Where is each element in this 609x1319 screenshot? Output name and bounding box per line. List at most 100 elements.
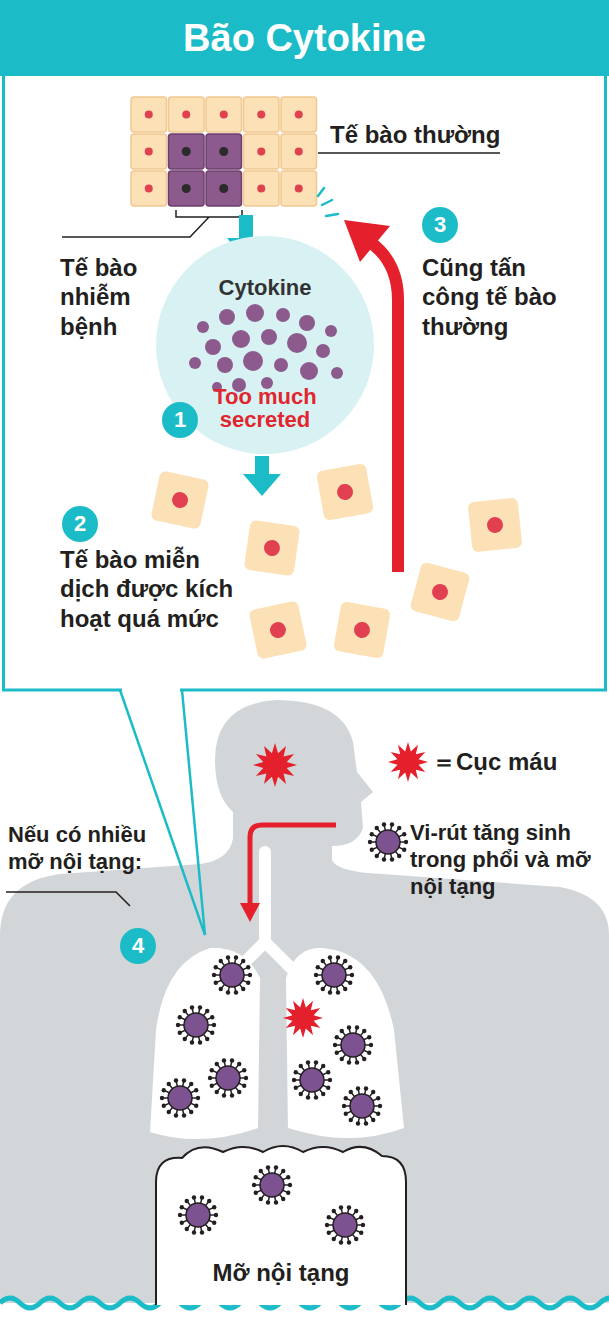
virus-spike-tip: [340, 1029, 344, 1033]
virus-spike-tip: [210, 1031, 214, 1035]
virus-body: [216, 1066, 240, 1090]
virus-spike-tip: [212, 973, 216, 977]
immune-cell-nucleus: [486, 516, 504, 534]
immune-cell: [409, 561, 470, 622]
virus-spike-tip: [321, 1064, 325, 1068]
virus-spike-tip: [208, 1076, 212, 1080]
virus-spike-tip: [210, 1084, 214, 1088]
virus-spike-tip: [185, 1227, 189, 1231]
virus-spike-tip: [162, 1088, 166, 1092]
virus-spike-tip: [286, 1175, 290, 1179]
virus-spike-tip: [344, 1112, 348, 1116]
virus-spike-tip: [215, 1090, 219, 1094]
virus-spike-tip: [376, 1096, 380, 1100]
virus-spike-tip: [371, 1090, 375, 1094]
title-band: [0, 0, 609, 76]
virus-spike-tip: [205, 1009, 209, 1013]
virus-body: [186, 1203, 210, 1227]
right-lung: [286, 948, 404, 1138]
virus-spike-tip: [234, 955, 238, 959]
virus-spike-tip: [347, 1060, 351, 1064]
normal-cell: [131, 97, 167, 132]
virus-spike-tip: [348, 965, 352, 969]
virus-spike-tip: [167, 1082, 171, 1086]
cell-nucleus: [182, 184, 191, 193]
virus-spike-tip: [212, 1205, 216, 1209]
cytokine-dot: [274, 358, 288, 372]
virus-spike-tip: [316, 981, 320, 985]
virus-spike-tip: [294, 1070, 298, 1074]
immune-cell-body: [409, 561, 470, 622]
virus-spike-tip: [194, 1088, 198, 1092]
virus-spike-tip: [339, 1205, 343, 1209]
virus-spike-tip: [242, 1084, 246, 1088]
callout-number: 2: [62, 506, 98, 542]
virus-spike-tip: [339, 1240, 343, 1244]
virus-spike-tip: [370, 848, 374, 852]
virus-spike-tip: [356, 1121, 360, 1125]
virus-spike-tip: [343, 959, 347, 963]
virus-spike-tip: [252, 1183, 256, 1187]
virus-spike-tip: [299, 1092, 303, 1096]
virus-spike-tip: [194, 1104, 198, 1108]
normal-cell: [281, 134, 317, 169]
immune-cell: [333, 601, 391, 659]
virus-spike-tip: [359, 1215, 363, 1219]
virus-spike-tip: [368, 840, 372, 844]
virus-spike-tip: [356, 1086, 360, 1090]
virus-spike-tip: [327, 1215, 331, 1219]
immune-cell-nucleus: [430, 582, 450, 602]
virus-spike-tip: [162, 1104, 166, 1108]
cell-nucleus: [145, 148, 153, 156]
virus-spike-tip: [382, 822, 386, 826]
virus-spike-tip: [205, 1037, 209, 1041]
blood-flow-arrow: [250, 825, 336, 905]
cell-nucleus: [145, 111, 153, 119]
virus-spike-tip: [332, 1209, 336, 1213]
bubble-tail: [182, 690, 205, 935]
virus-spike-tip: [215, 1062, 219, 1066]
attack-sparks: [318, 188, 338, 216]
cell-label: Tế bào thường: [330, 120, 510, 149]
bubble-gap: [122, 688, 180, 693]
virus-spike-tip: [390, 822, 394, 826]
virus-spike-tip: [350, 973, 354, 977]
virus-spike-tip: [361, 1223, 365, 1227]
virus-spike-tip: [222, 1093, 226, 1097]
immune-cell-body: [150, 470, 209, 529]
virus-spike-tip: [336, 955, 340, 959]
virus-spike-tip: [326, 1070, 330, 1074]
callout-number: 3: [422, 207, 458, 243]
cell-label: Tế bào nhiễm bệnh: [60, 253, 155, 341]
virus-spike-tip: [237, 1062, 241, 1066]
virus-spike-tip: [248, 973, 252, 977]
blood-clot-symbol: [283, 998, 323, 1038]
virus-spike-tip: [294, 1086, 298, 1090]
virus-body: [168, 1086, 192, 1110]
virus-symbol: [368, 822, 408, 861]
cytokine-dot: [276, 308, 290, 322]
cell-nucleus: [257, 185, 265, 193]
blood-clot-symbol: [253, 743, 297, 787]
virus-spike-tip: [328, 990, 332, 994]
cell-nucleus: [257, 148, 265, 156]
title-band: [0, 0, 609, 76]
virus-spike-tip: [212, 1023, 216, 1027]
virus-spike-tip: [362, 1057, 366, 1061]
virus-spike-tip: [359, 1231, 363, 1235]
virus-spike-tip: [347, 1025, 351, 1029]
immune-cell-body: [316, 463, 374, 521]
condition-label: Nếu có nhiều mỡ nội tạng:: [8, 822, 183, 876]
virus-spike-tip: [340, 1057, 344, 1061]
virus-spike-tip: [189, 1110, 193, 1114]
cell-nucleus: [257, 111, 265, 119]
virus-spike-tip: [355, 1060, 359, 1064]
virus-spike-tip: [207, 1199, 211, 1203]
immune-cell-body: [248, 600, 307, 659]
virus-body: [260, 1173, 284, 1197]
leader-line: [318, 152, 500, 154]
cytokine-dot: [205, 339, 221, 355]
virus-spike-tip: [219, 959, 223, 963]
virus-symbol: [176, 1005, 216, 1044]
